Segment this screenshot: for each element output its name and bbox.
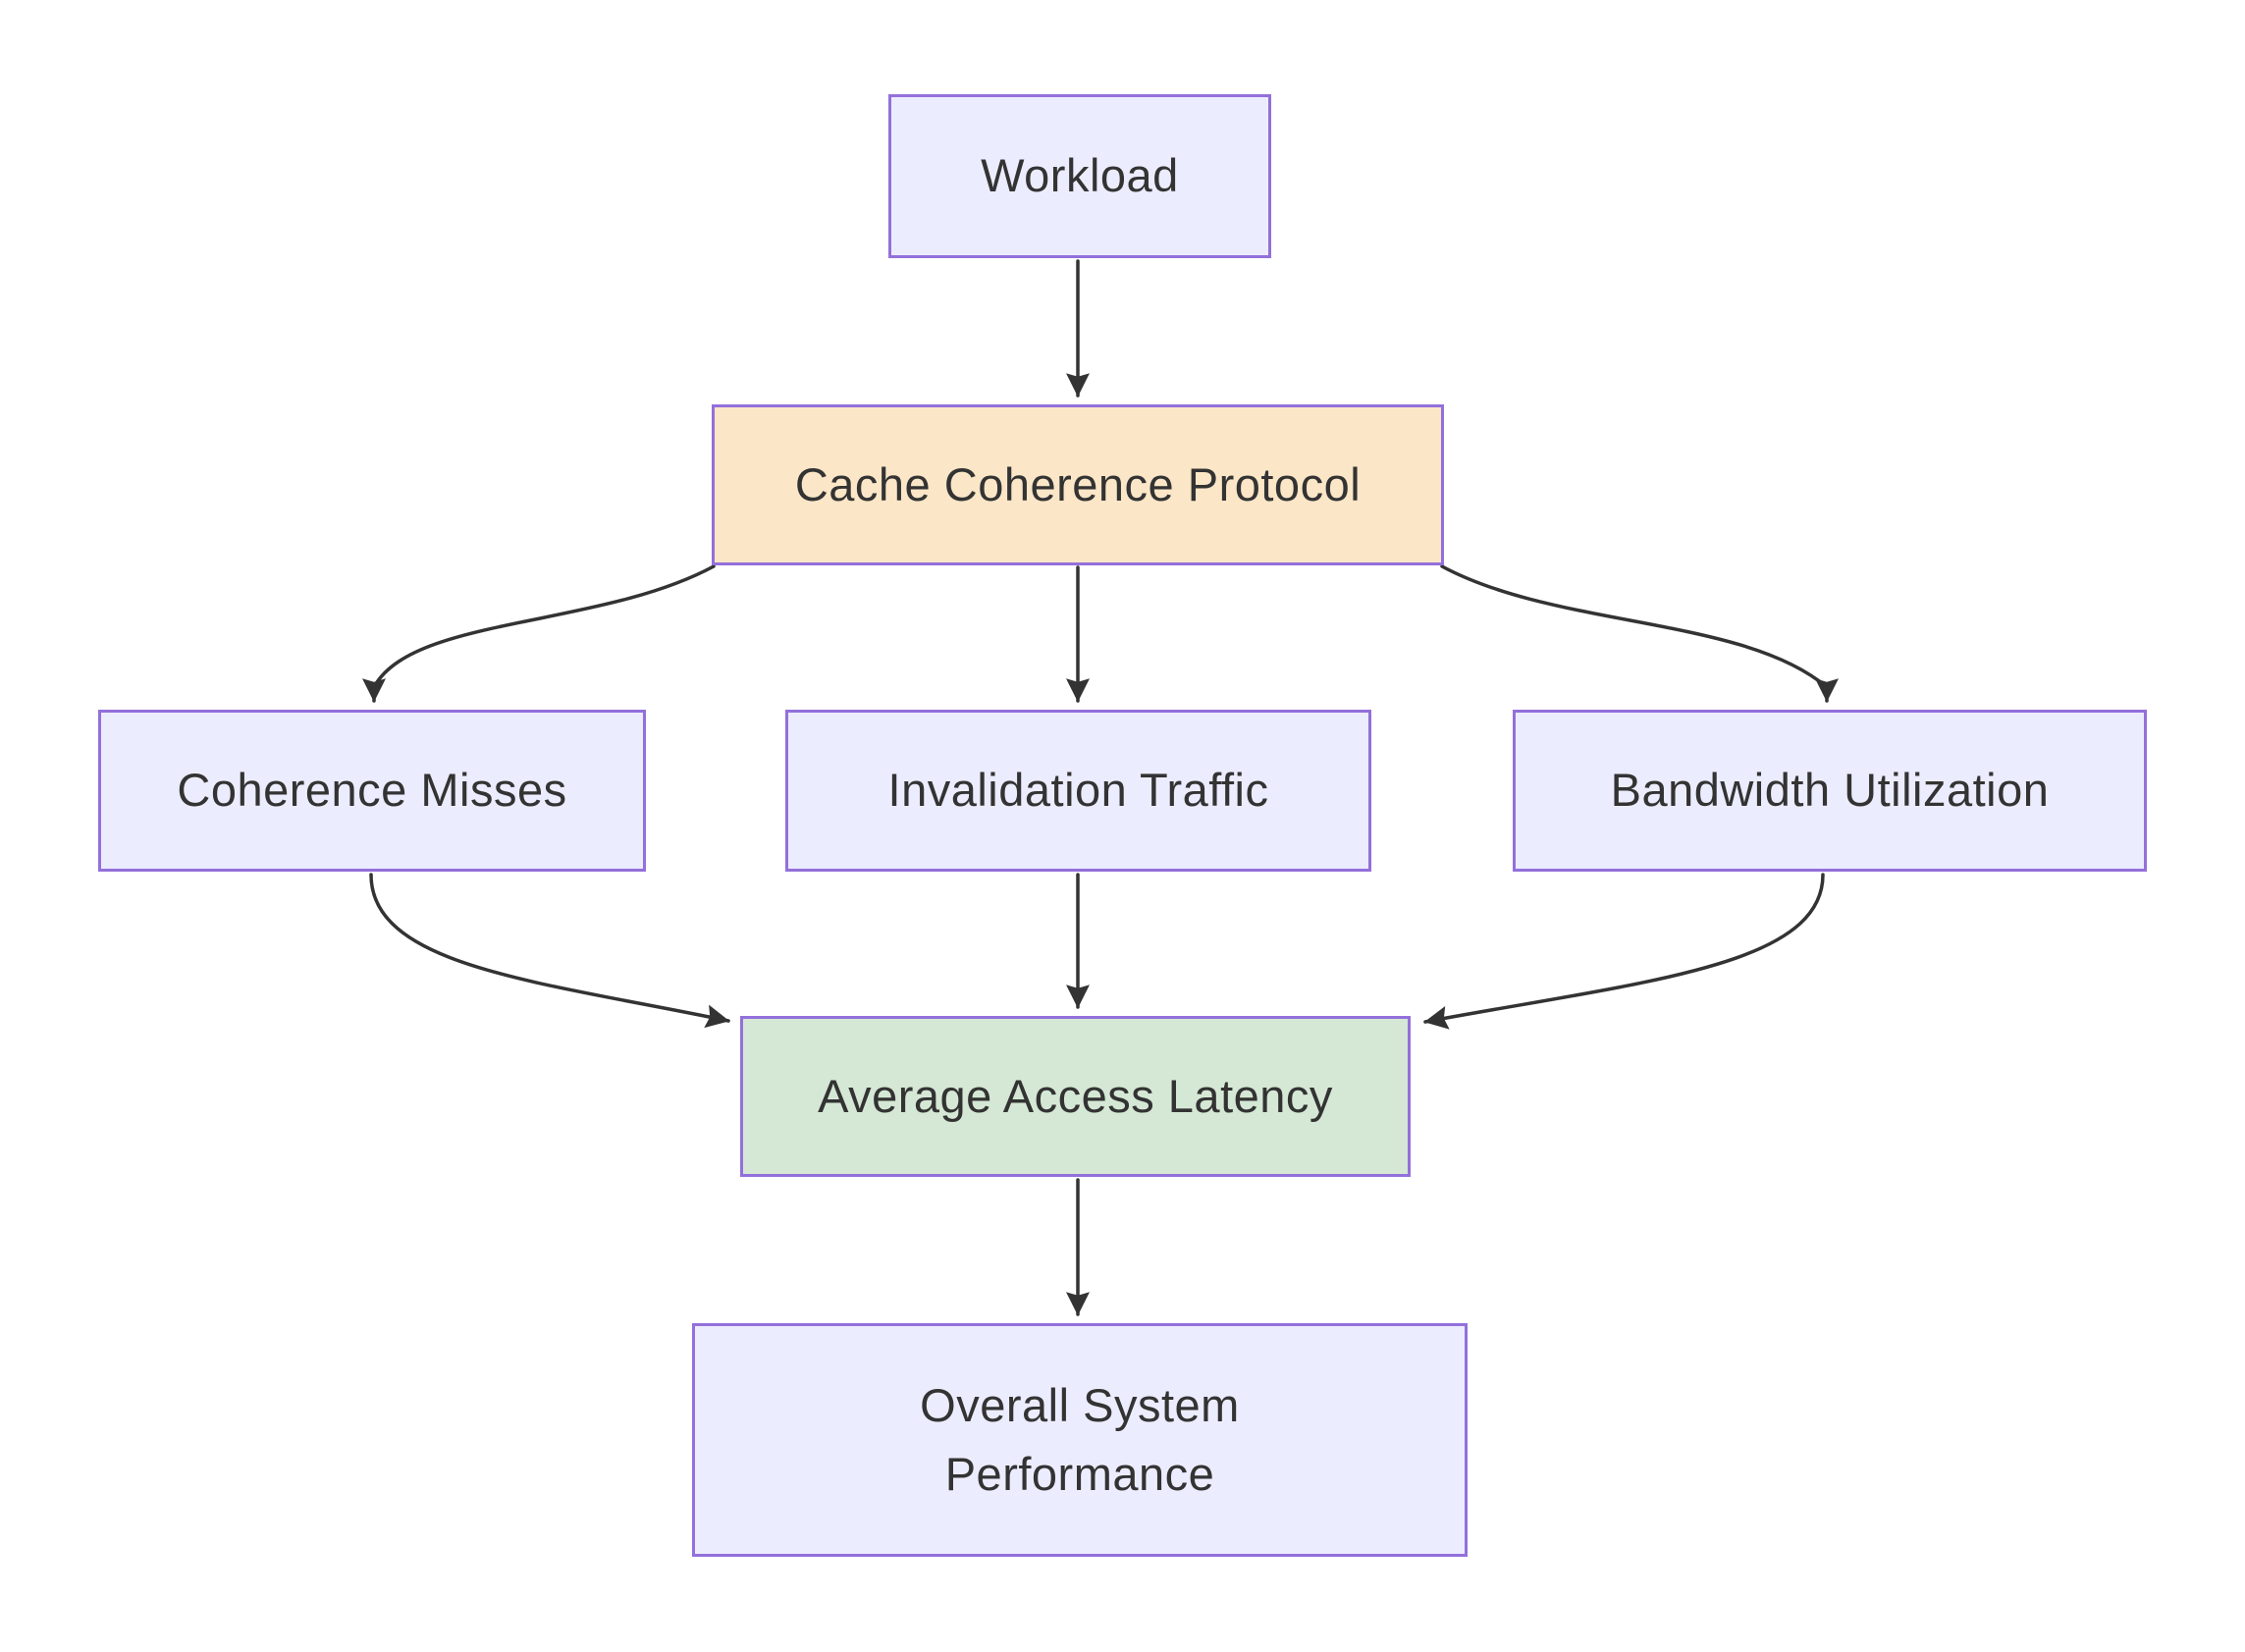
node-cache-coherence-protocol-label: Cache Coherence Protocol	[794, 457, 1362, 510]
node-bandwidth-utilization: Bandwidth Utilization	[1513, 710, 2147, 872]
node-overall-system-performance-label: Overall System Performance	[920, 1378, 1240, 1501]
node-overall-system-performance: Overall System Performance	[692, 1323, 1468, 1557]
node-cache-coherence-protocol: Cache Coherence Protocol	[712, 404, 1444, 565]
node-coherence-misses: Coherence Misses	[98, 710, 646, 872]
node-workload: Workload	[888, 94, 1271, 258]
node-workload-label: Workload	[981, 149, 1179, 202]
edge-coherence-misses-to-average-access-latency	[369, 873, 730, 1029]
node-invalidation-traffic-label: Invalidation Traffic	[887, 764, 1269, 817]
node-bandwidth-utilization-label: Bandwidth Utilization	[1610, 764, 2050, 817]
node-invalidation-traffic: Invalidation Traffic	[785, 710, 1371, 872]
node-average-access-latency-label: Average Access Latency	[818, 1069, 1333, 1122]
edge-bandwidth-utilization-to-average-access-latency	[1423, 873, 1825, 1030]
edge-cache-coherence-protocol-to-bandwidth-utilization	[1440, 564, 1839, 703]
edge-cache-coherence-protocol-to-coherence-misses	[362, 564, 716, 703]
node-coherence-misses-label: Coherence Misses	[177, 764, 567, 817]
node-average-access-latency: Average Access Latency	[740, 1016, 1411, 1177]
